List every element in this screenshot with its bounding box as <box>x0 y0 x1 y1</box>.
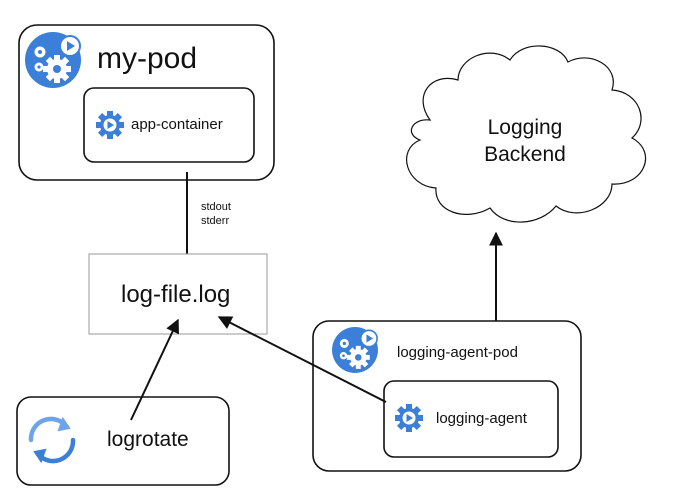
log-file-label: log-file.log <box>121 281 231 308</box>
logrotate-label: logrotate <box>107 428 189 451</box>
logging-agent-box <box>383 380 559 458</box>
stdout-label: stdout <box>201 201 231 213</box>
backend-line-2: Backend <box>484 143 566 166</box>
my-pod-title: my-pod <box>97 42 198 75</box>
app-container-box <box>83 87 255 163</box>
pod-gears-icon <box>24 31 82 89</box>
pod-gears-icon <box>331 326 379 374</box>
logging-agent-label: logging-agent <box>436 410 527 427</box>
container-gear-icon <box>395 404 423 432</box>
logging-backend-label: Logging Backend <box>465 114 585 168</box>
backend-line-1: Logging <box>487 116 563 139</box>
agent-read-arrow <box>217 316 387 403</box>
logging-agent-pod-title: logging-agent-pod <box>397 344 518 361</box>
rotate-arrows-icon <box>28 416 76 464</box>
logrotate-arrow <box>130 318 179 421</box>
stderr-label: stderr <box>201 215 230 227</box>
container-gear-icon <box>96 111 124 139</box>
app-container-label: app-container <box>131 116 223 133</box>
logrotate-box <box>16 396 230 486</box>
logging-backend-cloud <box>406 45 647 223</box>
